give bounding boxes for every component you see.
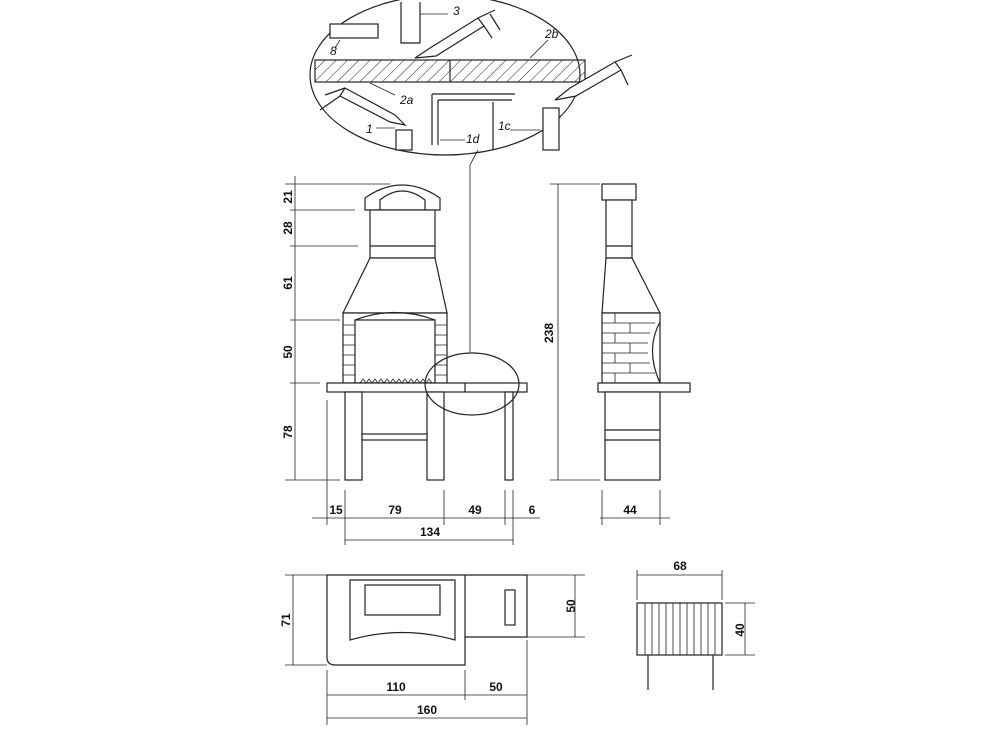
callout-1: 1: [366, 122, 373, 136]
dim-110: 110: [386, 680, 406, 694]
sealant-gun-icon: [319, 87, 407, 126]
dim-40: 40: [733, 623, 747, 637]
dim-78: 78: [281, 425, 295, 439]
dim-50: 50: [281, 345, 295, 359]
front-height-dimensions: [285, 176, 390, 481]
dim-134: 134: [420, 525, 440, 539]
side-dimensions: [550, 183, 670, 525]
dim-21: 21: [281, 190, 295, 204]
dim-71: 71: [279, 613, 293, 627]
sealant-gun-icon: [414, 9, 501, 59]
dim-28: 28: [281, 221, 295, 235]
front-width-dimensions: [312, 400, 540, 545]
dim-50-plan: 50: [564, 599, 578, 613]
dim-238: 238: [542, 323, 556, 343]
dim-15: 15: [329, 503, 343, 517]
dim-49: 49: [468, 503, 482, 517]
assembly-detail: 3 8 2b 2a 1 1d 1c: [309, 0, 633, 156]
callout-3: 3: [453, 4, 460, 18]
callout-1c: 1c: [498, 119, 511, 133]
sealant-gun-icon: [554, 54, 633, 101]
dim-160: 160: [417, 703, 437, 717]
dim-68: 68: [673, 559, 687, 573]
side-view: [597, 183, 691, 481]
callout-8: 8: [330, 44, 337, 58]
dim-79: 79: [388, 503, 402, 517]
plan-view: [326, 574, 528, 666]
callout-1d: 1d: [466, 132, 480, 146]
plan-dimensions: [285, 574, 585, 725]
dim-50-bottom: 50: [489, 680, 503, 694]
dim-61: 61: [281, 276, 295, 290]
grill-dimensions: [636, 570, 755, 656]
callout-2b: 2b: [544, 27, 559, 41]
detail-leader-line: [469, 149, 479, 352]
dim-6: 6: [529, 503, 536, 517]
dim-44: 44: [623, 503, 637, 517]
front-view: [326, 184, 528, 481]
callout-2a: 2a: [399, 93, 414, 107]
grill-rack: [636, 602, 723, 690]
